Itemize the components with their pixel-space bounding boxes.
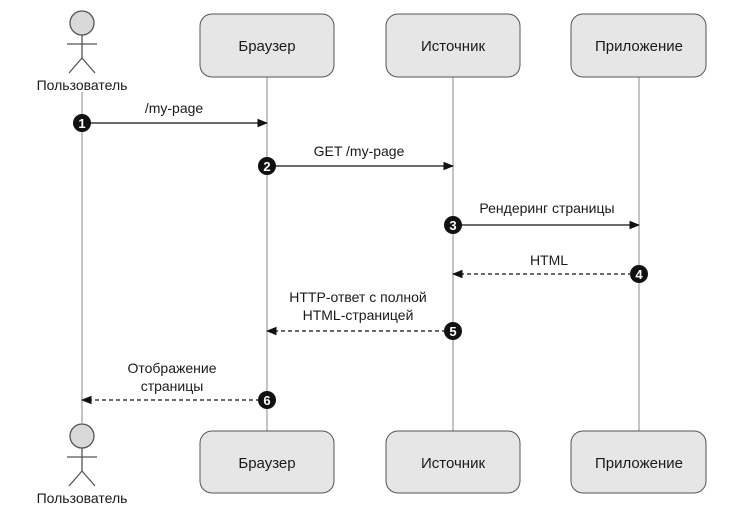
message-3: Рендеринг страницы 3 bbox=[444, 200, 641, 234]
message-6-badge bbox=[258, 391, 276, 409]
participant-browser-label: Браузер bbox=[238, 455, 295, 472]
message-4-badge bbox=[630, 265, 648, 283]
message-3-label: Рендеринг страницы bbox=[479, 200, 614, 216]
message-6-label-line-1: Отображение bbox=[127, 360, 216, 376]
participant-app-bottom: Приложение bbox=[570, 430, 707, 494]
participant-source-top: Источник bbox=[385, 13, 521, 78]
participant-source-bottom: Источник bbox=[385, 430, 521, 494]
message-3-badge bbox=[444, 216, 462, 234]
message-1: /my-page 1 bbox=[73, 100, 269, 132]
user-icon bbox=[67, 423, 97, 487]
participant-app-label: Приложение bbox=[595, 455, 683, 472]
participant-source-label: Источник bbox=[421, 455, 485, 472]
participant-app-label: Приложение bbox=[595, 38, 683, 55]
actor-user-label: Пользователь bbox=[37, 77, 128, 93]
message-2-label: GET /my-page bbox=[314, 143, 405, 159]
message-3-number: 3 bbox=[449, 218, 456, 233]
message-4-label: HTML bbox=[530, 252, 568, 268]
message-6-number: 6 bbox=[263, 393, 270, 408]
message-6: Отображение страницы 6 bbox=[80, 360, 276, 409]
message-5-number: 5 bbox=[449, 324, 456, 339]
message-4-number: 4 bbox=[635, 267, 643, 282]
message-2-badge bbox=[258, 157, 276, 175]
message-1-badge bbox=[73, 114, 91, 132]
message-4: HTML 4 bbox=[451, 252, 648, 283]
message-5-label-line-2: HTML-страницей bbox=[303, 307, 414, 323]
message-1-number: 1 bbox=[78, 116, 85, 131]
actor-user-bottom: Пользователь bbox=[37, 423, 128, 506]
message-2: GET /my-page 2 bbox=[258, 143, 455, 175]
message-6-label-line-2: страницы bbox=[141, 378, 204, 394]
participant-app-top: Приложение bbox=[570, 13, 707, 78]
message-2-number: 2 bbox=[263, 159, 270, 174]
participant-browser-label: Браузер bbox=[238, 38, 295, 55]
participant-browser-bottom: Браузер bbox=[199, 430, 335, 494]
message-5-label-line-1: HTTP-ответ с полной bbox=[289, 289, 426, 305]
message-1-label: /my-page bbox=[145, 100, 204, 116]
message-5: HTTP-ответ с полной HTML-страницей 5 bbox=[265, 289, 462, 340]
participant-source-label: Источник bbox=[421, 38, 485, 55]
participant-browser-top: Браузер bbox=[199, 13, 335, 78]
user-icon bbox=[67, 10, 97, 74]
message-5-badge bbox=[444, 322, 462, 340]
actor-user-top: Пользователь bbox=[37, 10, 128, 93]
actor-user-label: Пользователь bbox=[37, 490, 128, 506]
